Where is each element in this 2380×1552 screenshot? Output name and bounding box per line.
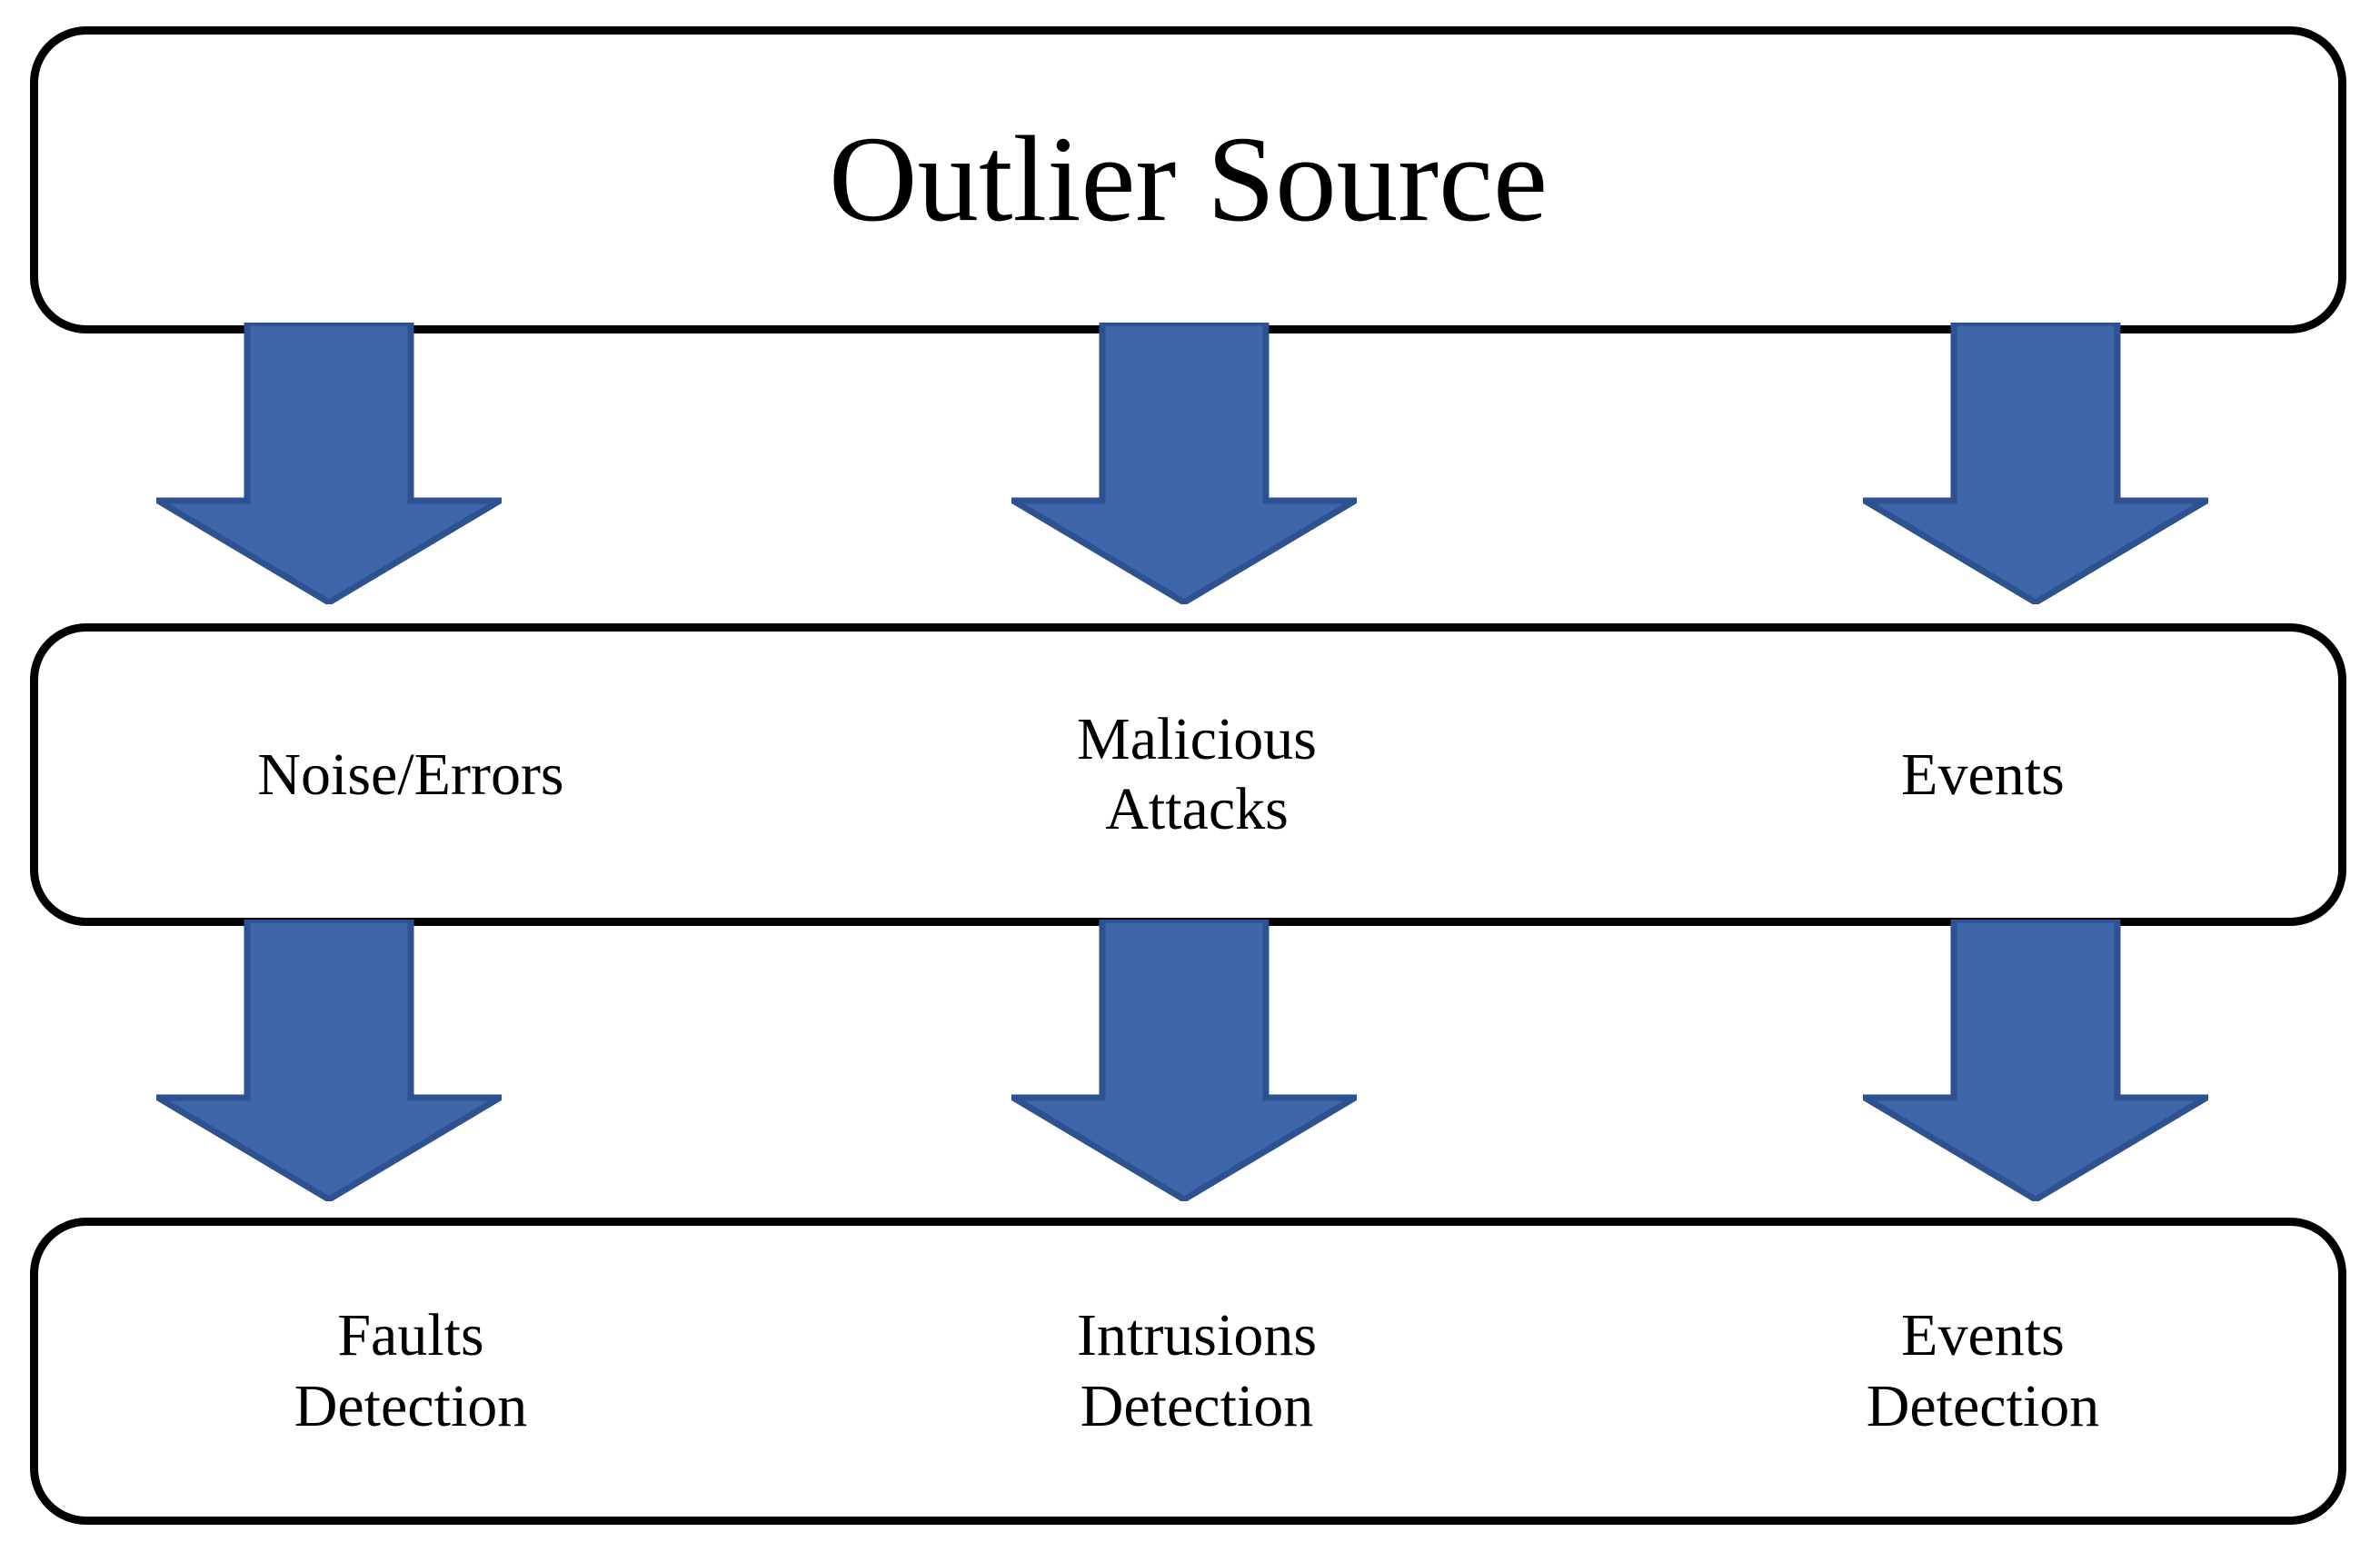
label-events-detection: Events Detection [1866,1302,2100,1439]
label-malicious-attacks: Malicious Attacks [1077,705,1317,843]
outlier-source-box: Outlier Source [30,26,2346,333]
detection-tasks-box: Faults Detection Intrusions Detection Ev… [30,1218,2346,1525]
arrow-down-icon-source-to-noise [156,323,502,604]
label-faults-detection: Faults Detection [294,1302,528,1439]
label-events: Events [1901,741,2065,808]
arrow-down-icon-source-to-malicious [1011,323,1357,604]
outlier-types-box: Noise/Errors Malicious Attacks Events [30,623,2346,926]
arrow-down-icon-source-to-events [1863,323,2208,604]
arrow-down-icon-noise-to-faults [156,920,502,1201]
arrow-down-icon-malicious-to-intrusions [1011,920,1357,1201]
label-noise-errors: Noise/Errors [257,741,564,808]
page-title: Outlier Source [828,112,1548,248]
arrow-down-icon-events-to-events-detection [1863,920,2208,1201]
label-intrusions-detection: Intrusions Detection [1077,1302,1317,1439]
